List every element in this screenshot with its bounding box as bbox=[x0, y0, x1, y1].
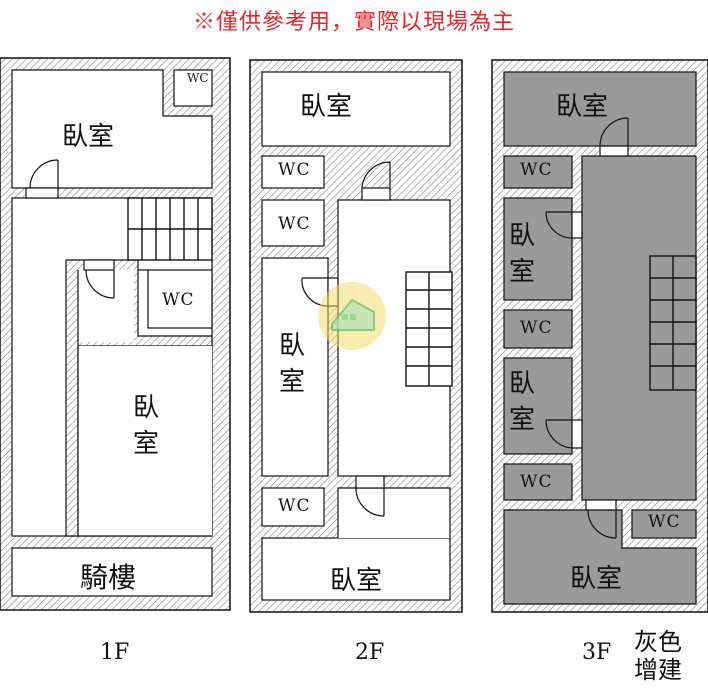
3f-door-bed2 bbox=[545, 211, 583, 239]
3f-wc-1 bbox=[503, 155, 573, 189]
2f-door-bottom bbox=[355, 475, 385, 517]
2f-door-top bbox=[361, 161, 391, 201]
3f-door-bed3 bbox=[545, 419, 583, 449]
2f-bedroom-bottom bbox=[261, 537, 451, 601]
3f-bedroom-2 bbox=[503, 197, 573, 301]
3f-door-bottom bbox=[585, 499, 617, 539]
1f-arcade-label: 騎樓 bbox=[80, 561, 137, 594]
2f-wc-1 bbox=[261, 155, 325, 189]
1f-arcade bbox=[11, 547, 213, 597]
2f-wc-1-label: WC bbox=[278, 160, 311, 180]
floor-1-plan bbox=[0, 57, 231, 611]
2f-stairs bbox=[405, 271, 453, 387]
3f-bedroom-top-label: 臥室 bbox=[556, 92, 609, 122]
3f-wc-3 bbox=[503, 463, 573, 501]
2f-wc-3-label: WC bbox=[278, 496, 311, 516]
3f-bedroom-3 bbox=[503, 357, 573, 455]
1f-bedroom-big bbox=[78, 270, 134, 342]
3f-bedroom-bottom bbox=[503, 509, 697, 605]
floor-2-label: 2F bbox=[355, 640, 385, 665]
3f-wc-4-label: WC bbox=[648, 512, 681, 532]
3f-wc-2-label: WC bbox=[520, 318, 553, 338]
3f-bedroom-top bbox=[503, 71, 697, 147]
3f-wc-4 bbox=[631, 509, 697, 539]
floor-2-plan bbox=[249, 59, 463, 613]
1f-wc-small-label: WC bbox=[187, 71, 209, 85]
1f-door-bedroom bbox=[83, 259, 115, 299]
house-logo-icon bbox=[318, 282, 386, 350]
3f-door-top bbox=[599, 117, 629, 157]
2f-bedroom-mid bbox=[261, 257, 329, 477]
2f-bedroom-top-label: 臥室 bbox=[300, 92, 353, 122]
3f-bedroom-2-label: 臥室 bbox=[508, 221, 535, 287]
2f-bedroom-bottom-label: 臥室 bbox=[330, 566, 383, 596]
3f-wc-3-label: WC bbox=[520, 472, 553, 492]
3f-wc-1-label: WC bbox=[520, 160, 553, 180]
1f-wc-label: WC bbox=[162, 290, 195, 310]
1f-bedroom-top-label: 臥室 bbox=[62, 122, 115, 152]
2f-wc-3 bbox=[261, 487, 325, 527]
2f-bedroom-mid-label: 臥室 bbox=[278, 331, 305, 397]
3f-wc-2 bbox=[503, 309, 573, 349]
1f-door-top bbox=[25, 159, 59, 199]
3f-bedroom-3-label: 臥室 bbox=[508, 369, 535, 435]
floor-1-label: 1F bbox=[100, 640, 130, 665]
1f-stairs bbox=[127, 197, 213, 261]
3f-stairs bbox=[649, 255, 697, 391]
1f-bedroom-big-label: 臥室 bbox=[132, 393, 159, 459]
2f-bedroom-top bbox=[261, 71, 451, 147]
disclaimer-notice: ※僅供參考用，實際以現場為主 bbox=[192, 10, 515, 35]
2f-wc-2 bbox=[261, 199, 325, 247]
floor-3-plan bbox=[491, 59, 708, 613]
floor-3-label: 3F bbox=[582, 640, 612, 665]
addition-note-label: 灰色增建 bbox=[634, 628, 682, 684]
2f-wc-2-label: WC bbox=[278, 214, 311, 234]
1f-wc bbox=[147, 269, 213, 329]
1f-wc-small bbox=[173, 69, 213, 107]
3f-bedroom-bottom-label: 臥室 bbox=[570, 564, 623, 594]
1f-bedroom-top bbox=[11, 69, 213, 189]
